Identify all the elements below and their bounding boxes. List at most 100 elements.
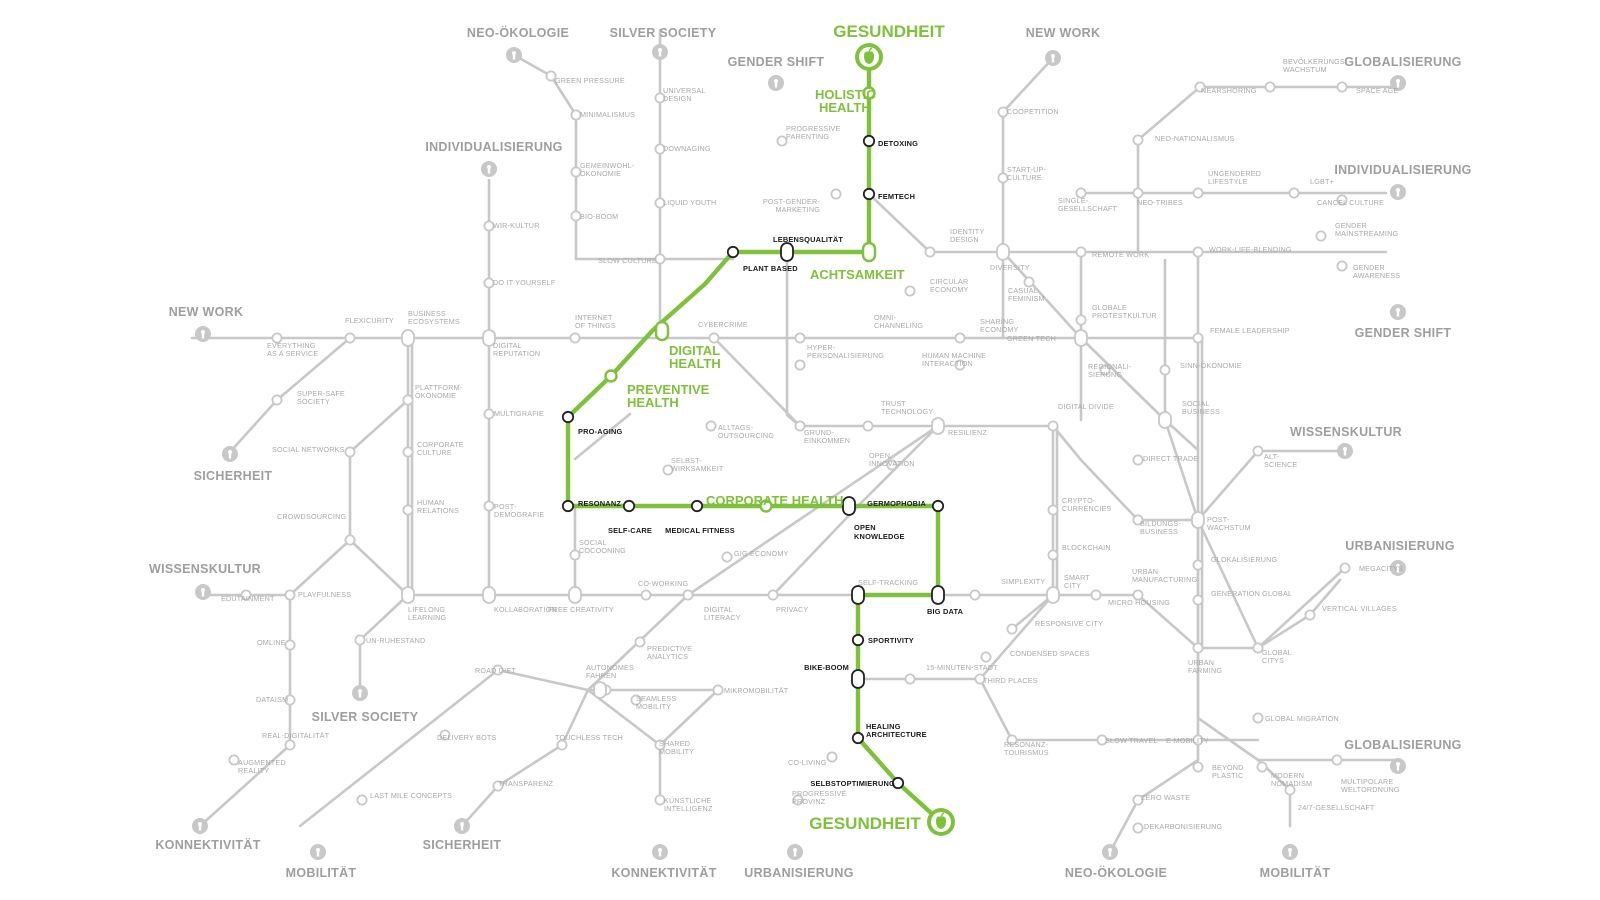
trend-terminal-icon-5: [481, 161, 497, 177]
gray-line-36: [460, 688, 590, 828]
gray-station-label-104: CONDENSED SPACES: [1010, 649, 1090, 658]
gray-station-54: [344, 534, 356, 546]
gray-station-115: [1331, 754, 1343, 766]
terminal-label-new-work-left: NEW WORK: [169, 305, 244, 319]
gray-station-label-65: BLOCKCHAIN: [1062, 543, 1111, 552]
gray-station-117: [1132, 822, 1144, 834]
gray-station-label-77-line1: DIGITAL: [704, 605, 733, 614]
gray-station-label-3: DOWNAGING: [663, 144, 711, 153]
gray-station-label-69-line2: WACHSTUM: [1207, 523, 1251, 532]
gray-station-label-0: GREEN PRESSURE: [555, 76, 625, 85]
station-label-medical-fitness: MEDICAL FITNESS: [665, 526, 735, 535]
gray-line-50: [1010, 593, 1055, 631]
gray-station-label-67: GIG ECONOMY: [734, 549, 789, 558]
gray-station-label-96-line1: SEAMLESS: [636, 694, 676, 703]
health-label-preventive: PREVENTIVE: [627, 382, 710, 397]
gray-station-30: [1336, 260, 1348, 272]
gray-line-51: [1108, 758, 1200, 854]
gray-station-label-90: REAL-DIGITALITÄT: [262, 731, 330, 740]
station-label-plant-based: PLANT BASED: [743, 264, 798, 273]
gray-station-111: [1096, 734, 1108, 746]
gray-station-label-117: DEKARBONISIERUNG: [1144, 822, 1222, 831]
gray-station-label-110-line2: TOURISMUS: [1004, 748, 1049, 757]
gray-station-39: [344, 332, 356, 344]
terminal-label-wissenskultur-right: WISSENSKULTUR: [1290, 425, 1402, 439]
gray-station-label-23: NEO-NATIONALISMUS: [1155, 134, 1235, 143]
gray-station-51: [402, 446, 414, 458]
gray-station-label-66-line1: SOCIAL: [579, 538, 607, 547]
gray-station-label-4-line1: GEMEINWOHL-: [580, 161, 635, 170]
gray-line-29: [856, 638, 982, 681]
gray-station-label-113-line1: BEYOND: [1212, 763, 1244, 772]
gray-station-16: [904, 285, 916, 297]
trend-terminal-icon-20: [1102, 844, 1118, 860]
gray-station-8: [483, 220, 495, 232]
gray-station-9: [483, 277, 495, 289]
gray-station-label-114-line2: NOMADISM: [1271, 779, 1312, 788]
terminal-label-gesundheit-top: GESUNDHEIT: [833, 22, 945, 41]
gray-station-5: [654, 143, 666, 155]
gray-station-64: [1132, 514, 1144, 526]
trend-terminal-icon-4: [1390, 75, 1406, 91]
gray-station-59: [886, 459, 898, 471]
gray-station-107: [1192, 642, 1204, 654]
health-label-holistic: HOLISTIC: [815, 87, 876, 102]
apple-icon-bottom: [927, 808, 955, 836]
gray-station-89: [284, 694, 296, 706]
gray-station-label-94-line2: FAHREN: [586, 671, 616, 680]
gray-station-label-87: OMLINE: [257, 638, 286, 647]
station-label-resonanz: RESONANZ: [578, 499, 621, 508]
gray-station-label-89: DATAISM: [256, 695, 288, 704]
gray-interchange-5: [1046, 586, 1060, 604]
gray-station-label-73-line1: LIFELONG: [408, 605, 445, 614]
gray-station-label-22: SPACE AGE: [1356, 86, 1398, 95]
terminal-label-individualisierung-right: INDIVIDUALISIERUNG: [1334, 163, 1471, 177]
gray-station-20: [1264, 81, 1276, 93]
gray-station-label-91-line1: AUGMENTED: [238, 758, 286, 767]
gray-station-label-36: SINN-ÖKONOMIE: [1180, 361, 1242, 370]
trend-terminal-icon-12: [1390, 560, 1406, 576]
gray-station-21: [1194, 81, 1206, 93]
gray-station-label-57-line1: TRUST: [881, 399, 906, 408]
trend-terminal-icon-13: [352, 685, 368, 701]
gray-interchange-8: [1074, 329, 1088, 347]
gray-station-label-109: GLOBAL MIGRATION: [1265, 714, 1339, 723]
gray-station-61: [1047, 420, 1059, 432]
gray-station-label-118: 24/7-GESELLSCHAFT: [1298, 803, 1375, 812]
station-label-healing-architecture-2: ARCHITECTURE: [866, 730, 927, 739]
gray-station-label-52-line2: RELATIONS: [417, 506, 459, 515]
gray-station-33: [1075, 314, 1087, 326]
gray-station-label-81-line1: SMART: [1064, 573, 1090, 582]
terminal-label-mobilitaet-left: MOBILITÄT: [286, 865, 357, 880]
gray-station-label-92: ROAD DIET: [475, 666, 516, 675]
health-interchange-2: [931, 585, 945, 605]
trend-terminal-icon-10: [1337, 443, 1353, 459]
gray-station-18: [954, 332, 966, 344]
gray-station-label-97: MIKROMOBILITÄT: [724, 686, 789, 695]
gray-station-13: [997, 172, 1009, 184]
gray-station-label-84: GENERATION GLOBAL: [1211, 589, 1292, 598]
gray-station-label-18-line1: SHARING: [980, 317, 1014, 326]
gray-line-39: [348, 398, 410, 542]
gray-station-label-86: VERTICAL VILLAGES: [1322, 604, 1397, 613]
gray-station-label-35-line1: REGIONALI-: [1088, 362, 1132, 371]
gray-station-label-52-line1: HUMAN: [417, 498, 444, 507]
gray-station-95: [634, 636, 646, 648]
health-station-7: [931, 499, 945, 513]
gray-station-83: [1132, 589, 1144, 601]
gray-interchange-4: [568, 586, 582, 604]
gray-station-118: [1284, 784, 1296, 796]
gray-station-label-61: DIGITAL DIVIDE: [1058, 402, 1114, 411]
gray-station-label-27: NEO-TRIBES: [1137, 198, 1183, 207]
gray-station-label-25: LGBT+: [1310, 177, 1334, 186]
gray-station-label-24-line1: UNGENDERED: [1208, 169, 1261, 178]
gray-station-label-100: LAST MILE CONCEPTS: [370, 791, 452, 800]
gray-station-11: [830, 188, 842, 200]
station-label-lebensqualitaet: LEBENSQUALITÄT: [773, 235, 843, 244]
gray-station-label-34: FEMALE LEADERSHIP: [1210, 326, 1290, 335]
station-label-self-care: SELF-CARE: [608, 526, 652, 535]
trend-terminal-icon-6: [1390, 184, 1406, 200]
gray-station-56: [794, 420, 806, 432]
gray-station-label-95-line1: PREDICTIVE: [647, 644, 692, 653]
gray-station-label-56-line2: EINKOMMEN: [804, 436, 850, 445]
